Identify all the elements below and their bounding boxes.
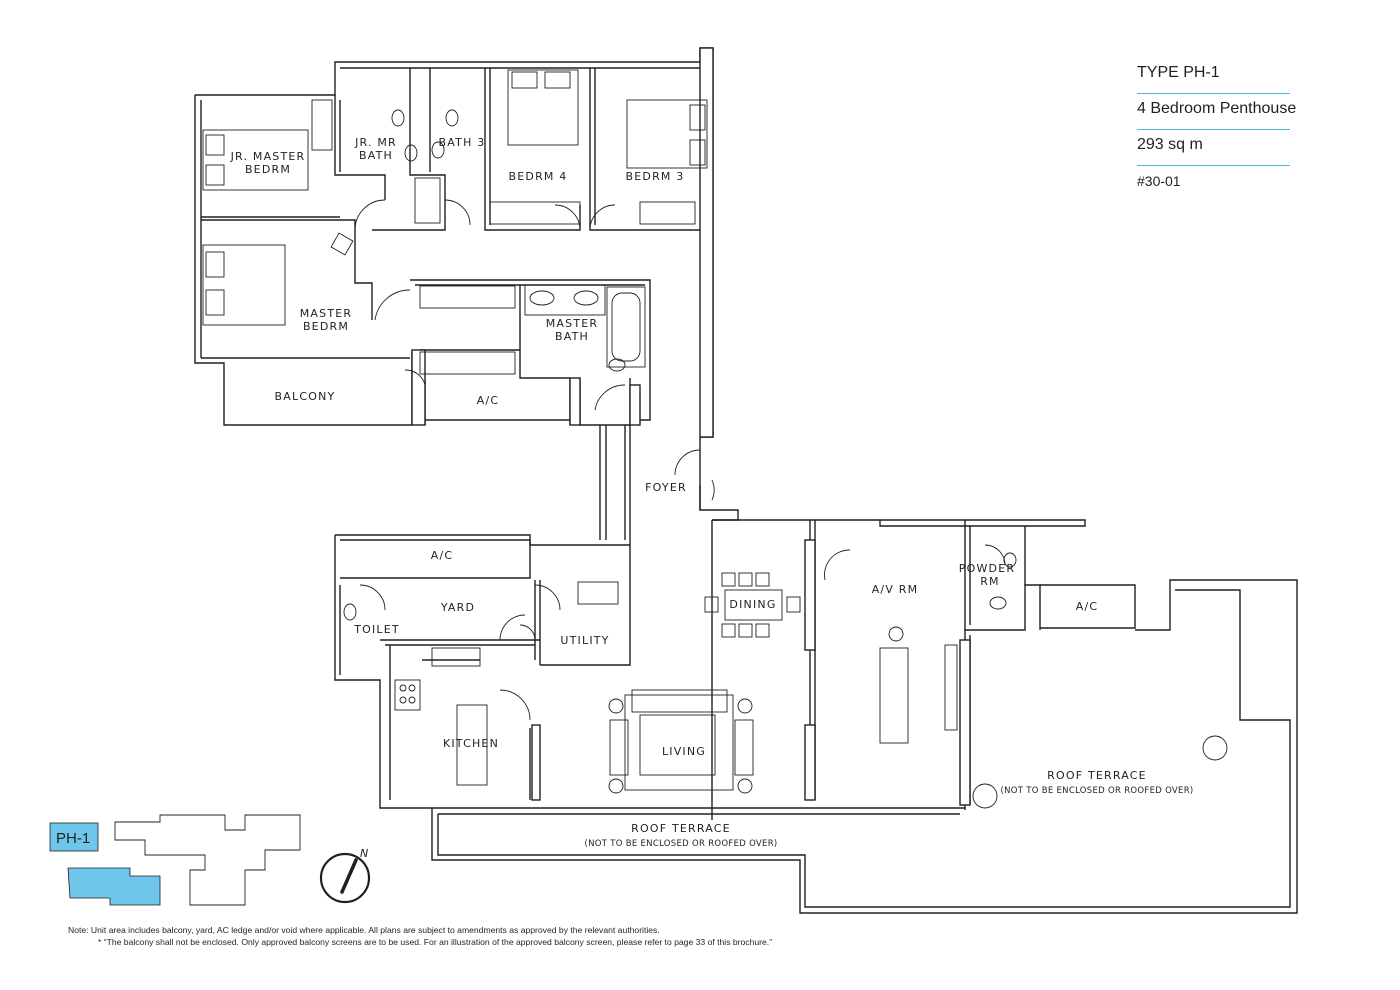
key-plan-label: PH-1: [56, 830, 90, 847]
furniture: [114, 69, 1228, 906]
room-label-jr-master-1: JR. MASTER: [230, 150, 306, 163]
compass-north-label: N: [360, 847, 368, 860]
room-label-dining: DINING: [729, 598, 776, 611]
key-plan: PH-1: [49, 822, 161, 906]
room-label-roof-terrace-right: ROOF TERRACE: [1047, 769, 1147, 782]
room-label-powder-2: RM: [980, 575, 1000, 588]
room-label-toilet: TOILET: [353, 623, 400, 636]
footnote-line-1: Note: Unit area includes balcony, yard, …: [68, 925, 660, 935]
footnote: Note: Unit area includes balcony, yard, …: [68, 924, 772, 948]
room-label-yard: YARD: [440, 601, 475, 614]
room-label-jr-mr-bath-2: BATH: [359, 149, 393, 162]
room-label-foyer: FOYER: [645, 481, 687, 494]
room-label-powder-1: POWDER: [959, 562, 1015, 575]
room-note-roof-terrace-bottom: (NOT TO BE ENCLOSED OR ROOFED OVER): [584, 839, 777, 849]
room-label-utility: UTILITY: [560, 634, 609, 647]
compass-circle: [319, 852, 371, 904]
room-labels: JR. MASTER BEDRM JR. MR BATH BATH 3 BEDR…: [230, 136, 1194, 849]
room-label-ac-right: A/C: [1076, 600, 1099, 613]
room-label-balcony: BALCONY: [275, 390, 336, 403]
room-label-master-bedrm-2: BEDRM: [303, 320, 349, 333]
room-note-roof-terrace-right: (NOT TO BE ENCLOSED OR ROOFED OVER): [1000, 786, 1193, 796]
north-arrow-icon: [340, 858, 358, 894]
room-label-ac-upper: A/C: [477, 394, 500, 407]
room-label-jr-mr-bath-1: JR. MR: [354, 136, 397, 149]
room-label-roof-terrace-bottom: ROOF TERRACE: [631, 822, 731, 835]
unit-area: 293 sq m: [1137, 130, 1290, 166]
structural-walls: [411, 47, 971, 806]
room-label-bedrm-4: BEDRM 4: [509, 170, 568, 183]
key-plan-label-box: [49, 822, 99, 852]
compass: N: [319, 847, 371, 904]
room-label-bedrm-3: BEDRM 3: [626, 170, 685, 183]
room-label-master-bedrm-1: MASTER: [300, 307, 353, 320]
room-label-kitchen: KITCHEN: [443, 737, 499, 750]
footnote-line-2: * “The balcony shall not be enclosed. On…: [98, 937, 773, 947]
room-label-master-bath-1: MASTER: [546, 317, 599, 330]
room-label-ac-yard: A/C: [431, 549, 454, 562]
room-label-av-rm: A/V RM: [872, 583, 919, 596]
room-label-living: LIVING: [662, 745, 706, 758]
unit-description: 4 Bedroom Penthouse: [1137, 94, 1296, 130]
walls: [194, 47, 1298, 914]
room-label-master-bath-2: BATH: [555, 330, 589, 343]
unit-number: #30-01: [1137, 173, 1181, 189]
room-label-jr-master-2: BEDRM: [245, 163, 291, 176]
unit-info-panel: TYPE PH-1 4 Bedroom Penthouse 293 sq m #…: [1137, 58, 1296, 201]
room-label-bath-3: BATH 3: [439, 136, 486, 149]
unit-type: TYPE PH-1: [1137, 58, 1290, 94]
key-plan-highlight: [67, 867, 161, 906]
